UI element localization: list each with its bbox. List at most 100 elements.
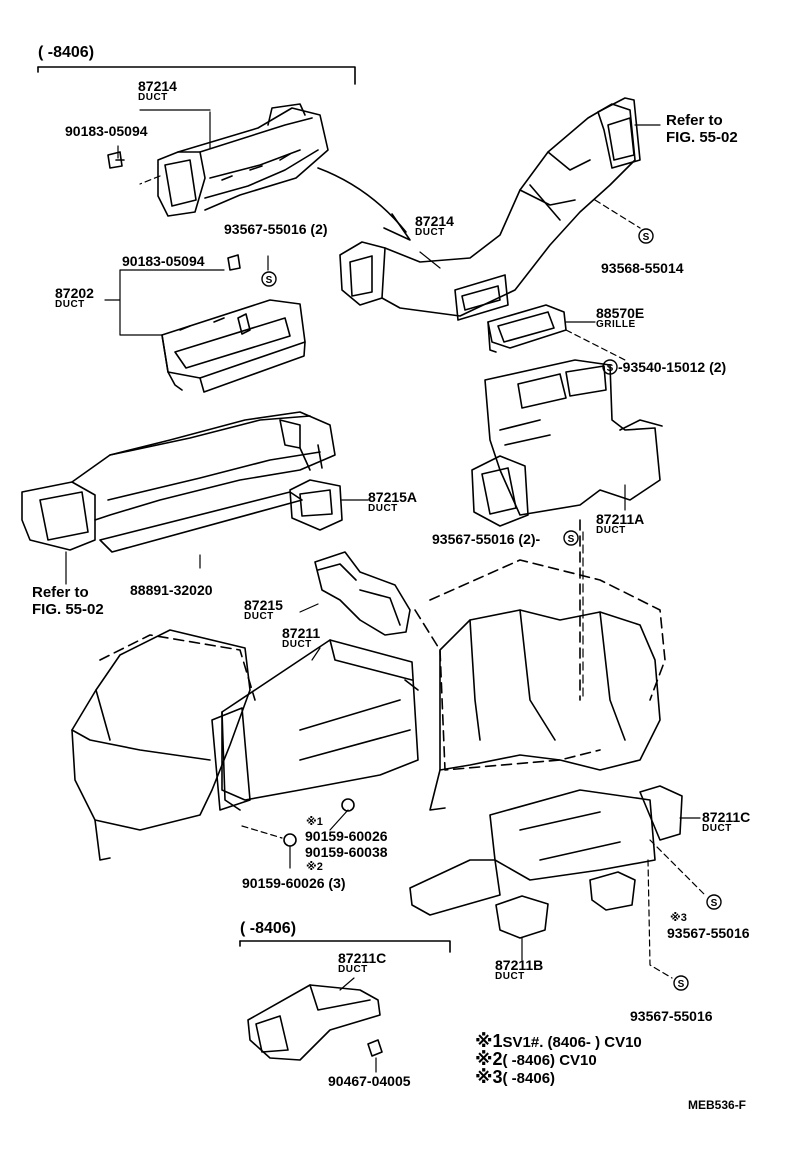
svg-text:S: S [711,898,718,909]
label-mark-2: ※2 [306,861,323,873]
svg-text:S: S [607,363,614,374]
note-text: SV1#. (8406- ) CV10 [502,1034,642,1051]
part-name: GRILLE [596,319,636,330]
refer-line2: FIG. 55-02 [666,129,738,146]
label-93567-55016-d: 93567-55016 [630,1008,713,1024]
label-90183-05094-b: 90183-05094 [122,253,205,269]
heater-unit-dashed [99,519,666,771]
label-87202: 87202 DUCT [55,286,94,310]
note-symbol: ※3 [475,1067,503,1087]
part-number: 87211A [596,511,645,527]
label-93540-15012-2: -93540-15012 (2) [618,359,727,375]
label-88570e: 88570E GRILLE [596,306,644,330]
note-text: ( -8406) [502,1070,556,1087]
part-name: DUCT [138,92,168,103]
label-mark-1: ※1 [306,816,323,828]
s-marker-circles [261,228,722,991]
duct-87211a [471,359,663,527]
note-text: ( -8406) CV10 [502,1052,597,1069]
heater-unit [429,609,661,811]
part-name: DUCT [368,503,398,514]
label-93567-55016-2-a: 93567-55016 (2) [224,221,328,237]
label-87214-left: 87214 DUCT [138,79,177,103]
part-name: DUCT [338,964,368,975]
grille-88570e [487,304,567,353]
part-name: DUCT [495,971,525,982]
duct-87215 [314,551,411,636]
duct-main-left [21,411,336,551]
label-87215a: 87215A DUCT [368,490,417,514]
label-90467-04005: 90467-04005 [328,1073,411,1089]
bracket-bottom-label: ( -8406) [240,920,297,937]
figure-code: MEB536-F [688,1098,747,1112]
note-1: ※1SV1#. (8406- ) CV10 [475,1031,642,1052]
duct-87214-left [157,103,329,217]
svg-text:S: S [266,275,273,286]
blower-housing [71,629,251,861]
screw-90183-b-drawing [227,254,241,271]
part-number: 87215 [244,597,283,613]
part-number: 87202 [55,285,94,301]
label-refer-top: Refer to FIG. 55-02 [666,112,738,146]
part-number: 87211C [702,809,751,825]
label-90159-60026: 90159-60026 [305,828,388,844]
label-refer-left: Refer to FIG. 55-02 [32,584,104,618]
note-symbol: ※1 [475,1031,503,1051]
refer-line1: Refer to [32,584,89,601]
duct-87202 [161,299,306,393]
bracket-bottom-line [239,940,451,953]
duct-87211 [211,639,419,811]
label-93567-55016-c: 93567-55016 [667,925,750,941]
label-90159-60038: 90159-60038 [305,844,388,860]
note-3: ※3( -8406) [475,1067,555,1088]
label-mark-3: ※3 [670,912,687,924]
refer-line1: Refer to [666,112,723,129]
transition-arrow [317,167,411,241]
label-90159-60026-3: 90159-60026 (3) [242,875,346,891]
part-number: 87215A [368,489,418,505]
svg-text:S: S [568,534,575,545]
clip-90467-drawing [367,1039,383,1057]
part-number: 87214 [415,213,454,229]
label-93567-55016-2-b: 93567-55016 (2)- [432,531,541,547]
part-name: DUCT [244,611,274,622]
duct-87211c-right [409,785,683,916]
part-name: DUCT [415,227,445,238]
part-number: 87211 [282,625,321,641]
part-number: 87211B [495,957,544,973]
duct-87214-right [339,97,641,321]
svg-text:S: S [678,979,685,990]
svg-text:S: S [643,232,650,243]
bracket-top-line [37,66,356,85]
part-number: 87214 [138,78,177,94]
refer-line2: FIG. 55-02 [32,601,104,618]
part-name: DUCT [55,299,85,310]
note-symbol: ※2 [475,1049,503,1069]
label-93568-55014: 93568-55014 [601,260,684,276]
duct-87211c-bottom [247,984,381,1061]
bracket-top-label: ( -8406) [38,44,95,61]
part-name: DUCT [702,823,732,834]
label-88891-32020: 88891-32020 [130,582,213,598]
part-name: DUCT [596,525,626,536]
label-87214-right: 87214 DUCT [415,214,454,238]
part-number: 88570E [596,305,645,321]
label-87215: 87215 DUCT [244,598,283,622]
label-87211a: 87211A DUCT [596,512,644,536]
pad-88891 [99,491,303,553]
s-marker-letters: S S S S S S [266,232,718,990]
note-2: ※2( -8406) CV10 [475,1049,597,1070]
duct-87211b [495,871,636,939]
label-87211c-bottom: 87211C DUCT [338,951,386,975]
label-87211: 87211 DUCT [282,626,320,650]
leader-lines [65,109,706,1073]
screw-90183-a-drawing [107,151,125,169]
part-name: DUCT [282,639,312,650]
label-90183-05094-a: 90183-05094 [65,123,148,139]
duct-87215a [289,479,343,531]
part-number: 87211C [338,950,387,966]
label-87211c-right: 87211C DUCT [702,810,750,834]
label-87211b: 87211B DUCT [495,958,543,982]
